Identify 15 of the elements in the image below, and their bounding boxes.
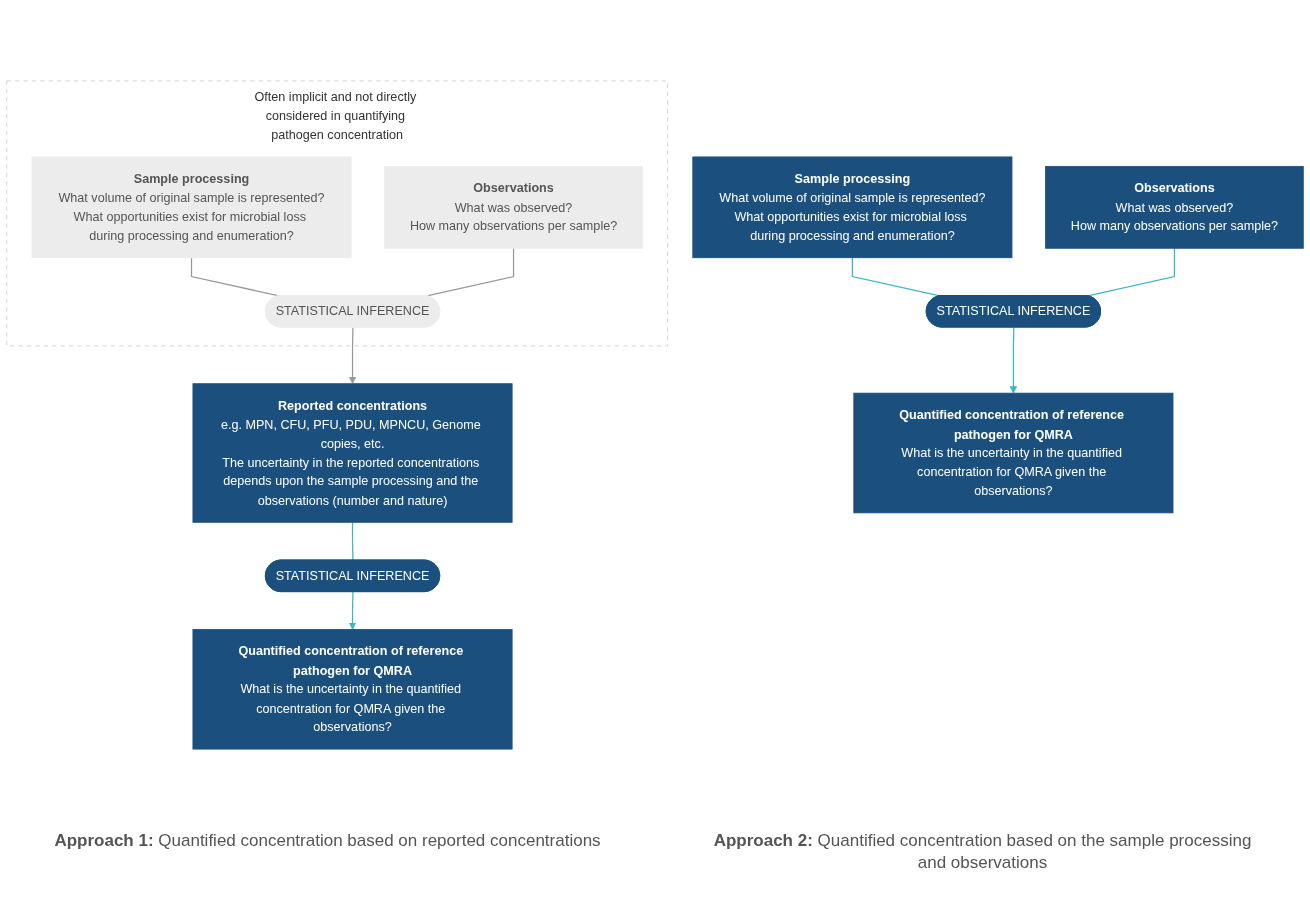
- caption-text: Approach 1: Quantified concentration based on reported concentrations: [53, 830, 602, 852]
- connector: [425, 247, 515, 297]
- node-box: Observations What was observed? How many observations per sample?: [384, 165, 643, 249]
- connector: [1086, 247, 1176, 297]
- node-box: Observations What was observed? How many observations per sample?: [1045, 165, 1304, 249]
- arrow: [348, 326, 357, 385]
- arrow: [348, 591, 357, 630]
- arrow: [1009, 326, 1018, 394]
- node-box: Quantified concentration of reference pathogen for QMRA What is the uncertainty in the quantified concentration for QMRA given the observations?: [853, 392, 1174, 514]
- node-box: Quantified concentration of reference pathogen for QMRA What is the uncertainty in the quantified concentration for QMRA given the observations?: [192, 629, 513, 750]
- connector: [351, 521, 354, 562]
- node-box: Reported concentrations e.g. MPN, CFU, PFU, PDU, MPNCU, Genome copies, etc. The uncertainty in the reported concentrations depends upon the sample processing and the observations (number and nature): [192, 383, 513, 523]
- caption-text: Approach 2: Quantified concentration based on the sample processing and observations: [712, 830, 1253, 875]
- node-box: Sample processing What volume of original sample is represented? What opportunities exist for microbial loss during processing and enumeration?: [31, 156, 352, 259]
- node-box: Sample processing What volume of original sample is represented? What opportunities exist for microbial loss during processing and enumeration?: [692, 156, 1013, 259]
